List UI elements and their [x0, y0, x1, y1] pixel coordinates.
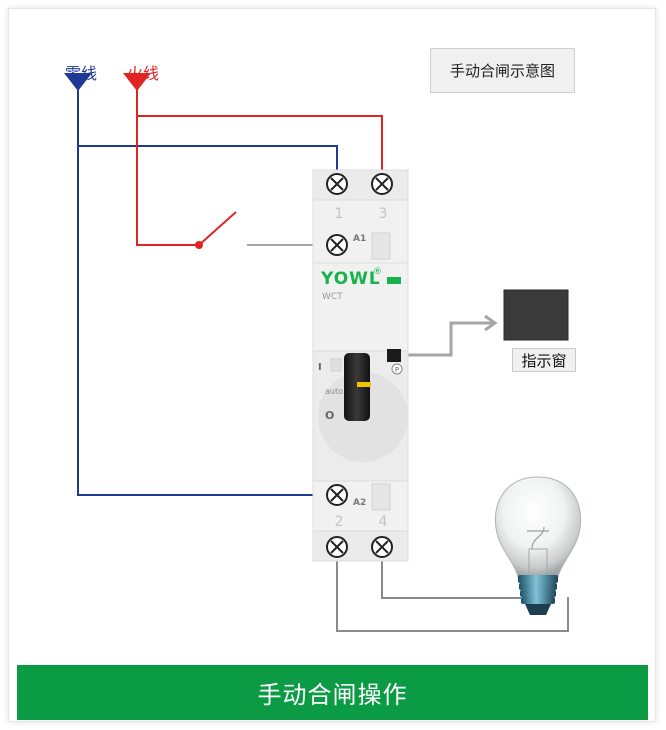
indicator-window-slot — [387, 349, 401, 362]
terminal-label-4: 4 — [379, 514, 388, 530]
screw-terminal-icon — [326, 173, 348, 195]
knob-yellow-mark — [357, 382, 371, 387]
registered-mark: ® — [373, 267, 382, 277]
p-mark-circle — [391, 363, 403, 375]
indicator-window — [503, 289, 569, 341]
live-triangle-icon — [123, 73, 151, 91]
switch-off-label: O — [325, 409, 334, 422]
terminal-block — [371, 232, 391, 260]
neutral-wire-coil — [77, 146, 321, 496]
switch-lever — [198, 211, 237, 246]
operation-banner: 手动合闸操作 — [17, 665, 648, 720]
contactor-device: 1 3 2 4 A1 A2 YOWL ® WCT I auto O P — [312, 169, 409, 562]
coil-label-a1: A1 — [353, 234, 366, 244]
live-wire-switch — [136, 116, 199, 246]
neutral-wire-label: 零线 — [65, 64, 98, 83]
live-wire-label: 火线 — [127, 64, 160, 83]
neutral-triangle-icon — [64, 73, 92, 91]
live-wire — [136, 89, 383, 173]
on-position-marker — [330, 358, 342, 372]
indicator-pointer-line — [401, 321, 493, 357]
light-bulb-icon — [494, 476, 582, 615]
indicator-window-label: 指示窗 — [512, 348, 576, 372]
coil-label-a2: A2 — [353, 498, 366, 508]
screw-terminal-icon — [326, 484, 348, 506]
switch-auto-label: auto — [325, 387, 343, 396]
p-mark-label: P — [395, 366, 399, 374]
load-wire-2 — [336, 559, 569, 632]
terminal-label-2: 2 — [335, 514, 344, 530]
indicator-arrowhead — [484, 314, 498, 332]
wiring-diagram: 1 3 2 4 A1 A2 YOWL ® WCT I auto O P — [64, 73, 582, 632]
brand-green-bar — [387, 277, 401, 284]
terminal-block — [371, 483, 391, 511]
terminal-label-3: 3 — [379, 206, 388, 222]
diagram-title-box: 手动合闸示意图 — [430, 48, 575, 93]
diagram-frame: 1 3 2 4 A1 A2 YOWL ® WCT I auto O P — [8, 8, 656, 722]
load-wire-4 — [381, 559, 521, 599]
screw-terminal-icon — [371, 536, 393, 558]
neutral-wire — [77, 89, 338, 173]
terminal-label-1: 1 — [335, 206, 344, 222]
screw-terminal-icon — [326, 234, 348, 256]
switch-on-label: I — [318, 362, 322, 373]
brand-logo: YOWL — [320, 269, 381, 289]
model-label: WCT — [322, 292, 343, 302]
screw-terminal-icon — [326, 536, 348, 558]
screw-terminal-icon — [371, 173, 393, 195]
